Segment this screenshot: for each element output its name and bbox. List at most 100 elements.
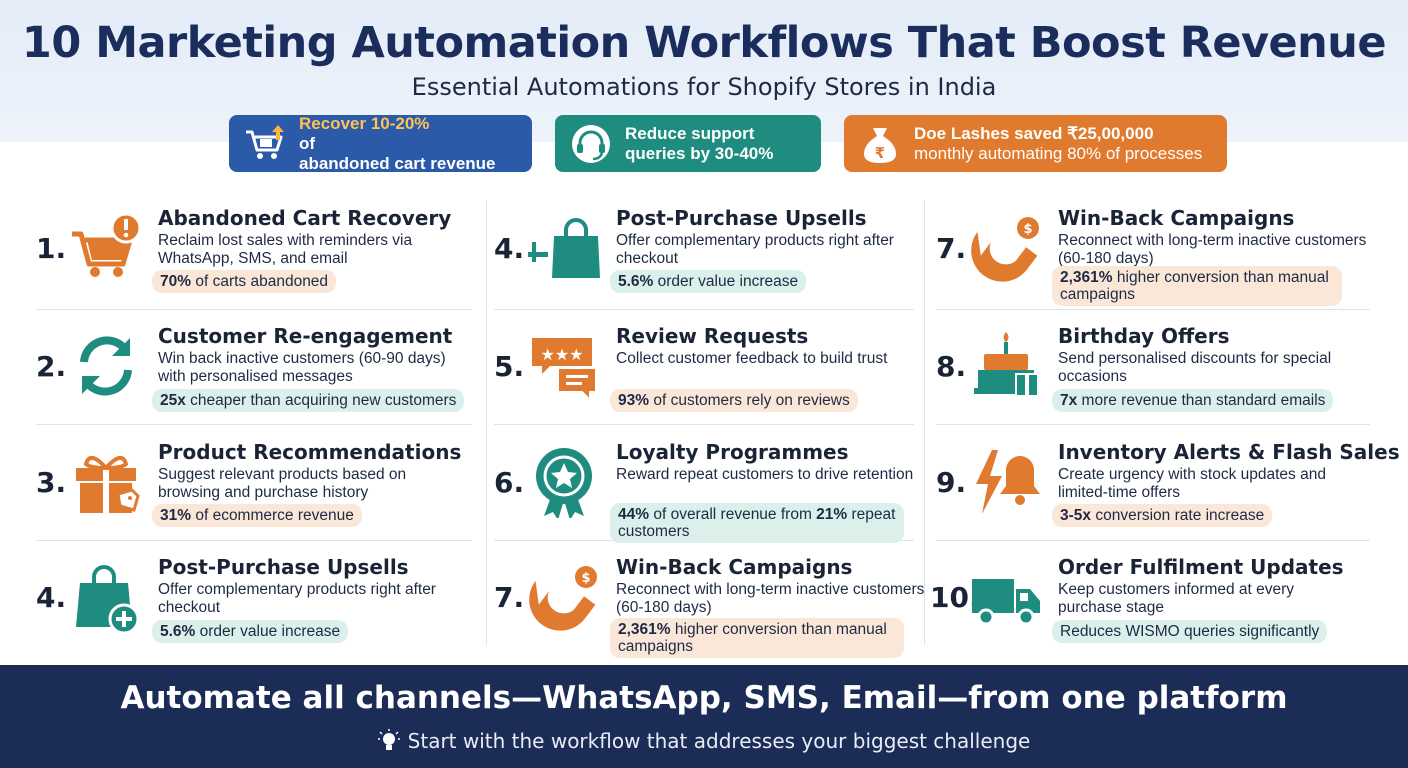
workflow-number: 1. (36, 232, 67, 265)
plus-bag-icon (528, 218, 600, 278)
stat-text: monthly automating 80% of processes (914, 143, 1203, 163)
star-badge-icon (536, 448, 592, 518)
cart-upload-icon (246, 124, 284, 159)
svg-text:$: $ (1023, 222, 1032, 237)
workflow-description: Win back inactive customers (60-90 days)… (158, 350, 446, 385)
workflow-number: 5. (494, 350, 525, 383)
workflow-stat: 5.6% order value increase (152, 620, 349, 643)
workflow-item: 4. Post-Purchase Upsells Offer complemen… (494, 202, 914, 314)
workflow-number: 10. (930, 581, 980, 614)
headset-icon (572, 124, 610, 163)
workflow-description: Create urgency with stock updates and li… (1058, 466, 1326, 501)
workflow-title: Win-Back Campaigns (1058, 206, 1295, 230)
workflow-description: Reward repeat customers to drive retenti… (616, 466, 914, 483)
workflow-item: 2. Customer Re-engagement Win back inact… (36, 320, 476, 432)
page-title: 10 Marketing Automation Workflows That B… (21, 18, 1387, 68)
workflow-title: Win-Back Campaigns (616, 555, 853, 579)
workflow-stat: 93% of customers rely on reviews (610, 389, 858, 412)
magnet-coin-icon: $ (529, 566, 597, 631)
row-divider (936, 309, 1370, 310)
workflow-item: 5. ★★★ Review Requests Collect customer … (494, 320, 914, 432)
workflow-number: 9. (936, 466, 967, 499)
rupee-bag-icon: ₹ (864, 127, 896, 163)
workflow-stat: 70% of carts abandoned (152, 270, 337, 293)
row-divider (36, 540, 472, 541)
workflow-title: Loyalty Programmes (616, 440, 849, 464)
workflow-title: Birthday Offers (1058, 324, 1230, 348)
workflow-title: Customer Re-engagement (158, 324, 453, 348)
row-divider (936, 424, 1370, 425)
workflow-item: 7. $ Win-Back Campaigns Reconnect with l… (494, 551, 924, 663)
page-subtitle: Essential Automations for Shopify Stores… (411, 73, 997, 101)
workflow-item: 10. Order Fulfilment Updates Keep custom… (930, 551, 1376, 663)
workflow-description: Keep customers informed at every purchas… (1058, 581, 1295, 616)
workflow-item: 6. Loyalty Programmes Reward repeat cust… (494, 436, 914, 548)
workflow-description: Collect customer feedback to build trust (616, 350, 888, 367)
svg-text:₹: ₹ (875, 144, 885, 162)
workflow-item: 7. $ Win-Back Campaigns Reconnect with l… (936, 202, 1376, 314)
stat-text: Doe Lashes saved ₹25,00,000 (914, 123, 1154, 143)
column-divider (486, 200, 487, 645)
stat-highlight: Recover 10-20% (299, 113, 430, 133)
stat-text: of (299, 133, 316, 153)
stat-text: Reduce support (625, 123, 755, 143)
bag-plus-icon (76, 565, 140, 633)
workflow-title: Inventory Alerts & Flash Sales (1058, 440, 1400, 464)
workflow-item: 9. Inventory Alerts & Flash Sales Create… (936, 436, 1400, 548)
stat-pill-doe-lashes: ₹ Doe Lashes saved ₹25,00,000 monthly au… (844, 115, 1227, 172)
workflow-item: 4. Post-Purchase Upsells Offer complemen… (36, 551, 476, 663)
workflow-number: 4. (36, 581, 67, 614)
refresh-icon (80, 336, 132, 396)
workflow-description: Reconnect with long-term inactive custom… (616, 581, 925, 616)
workflow-stat: 2,361% higher conversion than manual cam… (610, 618, 904, 658)
workflow-item: 1. Abandoned Cart Recovery Reclaim lost … (36, 202, 476, 314)
workflow-description: Send personalised discounts for special … (1058, 350, 1332, 385)
footer-banner (0, 665, 1408, 768)
cake-gift-icon (974, 332, 1039, 397)
workflow-number: 8. (936, 350, 967, 383)
footer-tagline-text: Start with the workflow that addresses y… (407, 729, 1031, 753)
svg-text:$: $ (581, 571, 590, 586)
workflow-title: Abandoned Cart Recovery (158, 206, 452, 230)
row-divider (36, 424, 472, 425)
stat-pill-support: Reduce support queries by 30-40% (555, 115, 821, 172)
workflow-title: Review Requests (616, 324, 809, 348)
stat-text: queries by 30-40% (625, 143, 774, 163)
workflow-description: Suggest relevant products based on brows… (158, 466, 407, 501)
workflow-description: Reclaim lost sales with reminders via Wh… (158, 232, 413, 267)
stat-pill-cart-recovery: Recover 10-20% of abandoned cart revenue (229, 113, 532, 173)
truck-icon (972, 579, 1040, 626)
footer-headline: Automate all channels—WhatsApp, SMS, Ema… (120, 680, 1288, 716)
cart-alert-icon (72, 212, 142, 277)
bolt-bell-icon (976, 450, 1040, 514)
workflow-item: 3. Product Recommendations Suggest relev… (36, 436, 476, 548)
workflow-stat: 7x more revenue than standard emails (1052, 389, 1334, 412)
workflow-description: Offer complementary products right after… (616, 232, 894, 267)
workflow-stat: 3-5x conversion rate increase (1052, 504, 1273, 527)
workflow-number: 6. (494, 466, 525, 499)
stat-text: abandoned cart revenue (299, 153, 496, 173)
workflow-number: 3. (36, 466, 67, 499)
row-divider (936, 540, 1370, 541)
workflow-item: 8. Birthday Offers Send personalised dis… (936, 320, 1376, 432)
workflow-stat: 2,361% higher conversion than manual cam… (1052, 266, 1342, 306)
workflow-stat: 31% of ecommerce revenue (152, 504, 362, 527)
workflow-title: Post-Purchase Upsells (616, 206, 867, 230)
row-divider (36, 309, 472, 310)
gift-tag-icon (76, 456, 140, 513)
workflow-number: 7. (494, 581, 525, 614)
workflow-description: Offer complementary products right after… (158, 581, 436, 616)
workflow-title: Post-Purchase Upsells (158, 555, 409, 579)
review-bubble-icon: ★★★ (532, 338, 597, 402)
workflow-stat: Reduces WISMO queries significantly (1052, 620, 1328, 643)
footer-tagline: Start with the workflow that addresses y… (0, 729, 1408, 753)
workflow-stat: 5.6% order value increase (610, 270, 807, 293)
magnet-coin-icon: $ (971, 217, 1039, 282)
workflow-description: Reconnect with long-term inactive custom… (1058, 232, 1367, 267)
workflow-stat: 44% of overall revenue from 21% repeat c… (610, 503, 904, 543)
workflow-title: Product Recommendations (158, 440, 462, 464)
row-divider (494, 424, 914, 425)
workflow-number: 7. (936, 232, 967, 265)
workflow-number: 4. (494, 232, 525, 265)
workflow-number: 2. (36, 350, 67, 383)
